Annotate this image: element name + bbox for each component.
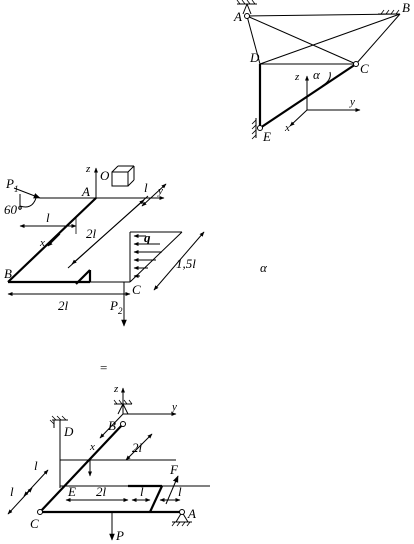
point-d-label: D — [63, 424, 74, 439]
angle-alpha-label: α — [313, 67, 321, 82]
dim-1-5l-label: 1,5l — [176, 256, 196, 271]
equals-sign: = — [100, 360, 107, 375]
axis-z-label: z — [85, 163, 91, 175]
dim-2l-bottom-label: 2l — [58, 298, 69, 313]
figure-1-frame: A B D C E z y x α — [233, 0, 410, 144]
axis-x-label: x — [39, 237, 45, 249]
force-p1-label: P1 — [5, 176, 18, 194]
point-c-label: C — [30, 516, 39, 531]
dim-l-top-label: l — [144, 180, 148, 195]
load-q-label: q — [144, 230, 151, 245]
dim-l-upper-label: l — [34, 458, 38, 473]
force-f-label: F — [169, 462, 179, 477]
point-e-label: E — [262, 129, 271, 144]
dim-2l-middle-label: 2l — [86, 226, 97, 241]
axis-x-label: x — [284, 122, 290, 134]
axis-y-label: y — [349, 96, 355, 108]
figure-3-frame: z y x B D 2l F l l E 2l l l C A P — [8, 383, 210, 543]
point-b-label: B — [4, 266, 12, 281]
force-p-label: P — [115, 528, 124, 543]
point-b-label: B — [402, 0, 410, 15]
dim-l-lower-label: l — [10, 484, 14, 499]
point-d-label: D — [249, 50, 260, 65]
point-o-label: O — [100, 168, 110, 183]
angle-60-label: 60° — [4, 202, 22, 217]
dim-l-left-label: l — [46, 210, 50, 225]
point-e-label: E — [67, 484, 76, 499]
point-a-label: A — [81, 184, 90, 199]
point-b-label: B — [108, 418, 116, 433]
dim-2l-right-label: 2l — [132, 440, 143, 455]
point-a-label: A — [187, 506, 196, 521]
dim-2l-mid-label: 2l — [96, 484, 107, 499]
dim-l-a-label: l — [140, 484, 144, 499]
point-a-label: A — [233, 9, 242, 24]
figure-2-frame: P1 60° O A z y x l l 2l q 1,5l B C 2l P2 — [4, 163, 204, 327]
axis-y-label: y — [157, 185, 163, 197]
axis-z-label: z — [294, 71, 300, 83]
side-alpha-label: α — [260, 260, 268, 275]
dim-l-b-label: l — [178, 484, 182, 499]
axis-y-label: y — [171, 401, 177, 413]
axis-z-label: z — [113, 383, 119, 395]
point-c-label: C — [132, 282, 141, 297]
point-c-label: C — [360, 61, 369, 76]
axis-x-label: x — [89, 441, 95, 453]
force-p2-label: P2 — [109, 298, 123, 316]
